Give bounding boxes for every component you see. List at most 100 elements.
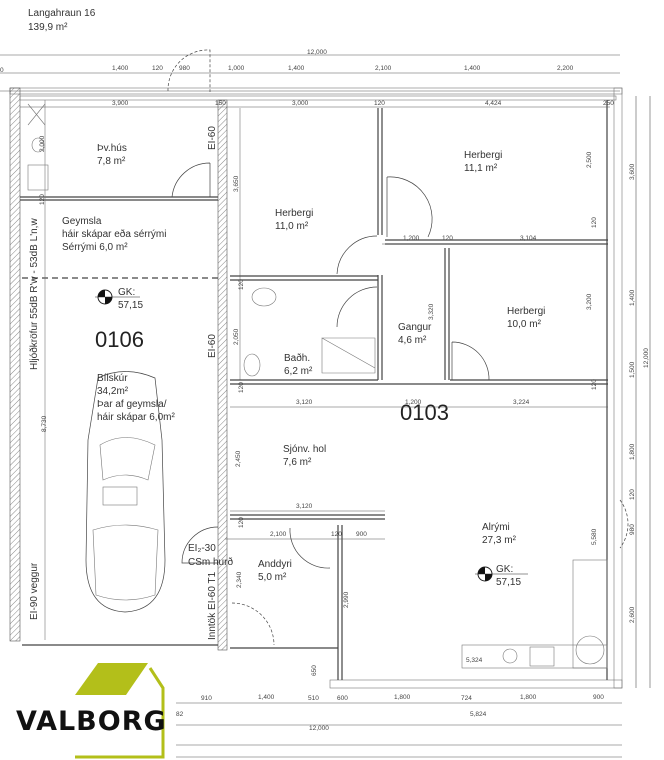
label: 57,15 bbox=[496, 577, 521, 588]
walls bbox=[9, 87, 623, 689]
label: 120 bbox=[629, 489, 636, 500]
label: 6,2 m² bbox=[284, 366, 313, 377]
label: 2,500 bbox=[586, 151, 593, 168]
label: 1,000 bbox=[228, 65, 245, 72]
interior-dimensions: 3,900 150 3,000 120 4,424 250 2,000 120 … bbox=[20, 100, 614, 676]
label: 5,580 bbox=[591, 528, 598, 545]
label: 2,450 bbox=[235, 450, 242, 467]
label: 5,824 bbox=[470, 711, 487, 718]
label: 1,500 bbox=[629, 361, 636, 378]
label: 900 bbox=[593, 694, 604, 701]
label: Alrými bbox=[482, 522, 510, 533]
top-dimensions: 12,000 0 1,400 120 980 1,000 1,400 2,100… bbox=[0, 49, 620, 92]
svg-text:VALBORG: VALBORG bbox=[16, 706, 167, 737]
label: 3,120 bbox=[296, 503, 313, 510]
label: 8,730 bbox=[41, 415, 48, 432]
label: 120 bbox=[238, 279, 245, 290]
label: 3,120 bbox=[296, 399, 313, 406]
label: 1,200 bbox=[405, 399, 422, 406]
right-dimensions: 3,600 1,400 1,500 1,800 120 980 2,600 12… bbox=[629, 96, 651, 688]
label: 2,050 bbox=[233, 328, 240, 345]
label: 724 bbox=[461, 695, 472, 702]
label: 120 bbox=[238, 517, 245, 528]
label: 120 bbox=[152, 65, 163, 72]
label: 5,0 m² bbox=[258, 572, 287, 583]
label: Herbergi bbox=[507, 306, 545, 317]
label: 120 bbox=[591, 379, 598, 390]
room-herbergi-1: Herbergi 11,0 m² bbox=[275, 208, 313, 232]
label: 2,100 bbox=[270, 531, 287, 538]
label: 120 bbox=[374, 100, 385, 107]
sound-requirement: Hljóðkröfur 55dB R'w - 53dB L'n,w bbox=[28, 218, 40, 370]
label: 34,2m² bbox=[97, 386, 129, 397]
label: 7,8 m² bbox=[97, 156, 126, 167]
label: 1,400 bbox=[288, 65, 305, 72]
label: 1,800 bbox=[629, 443, 636, 460]
room-geymsla: Geymsla háir skápar eða sérrými Sérrými … bbox=[62, 216, 166, 253]
annotations: Hljóðkröfur 55dB R'w - 53dB L'n,w EI-90 … bbox=[28, 126, 233, 640]
label: Sjónv. hol bbox=[283, 444, 326, 455]
label: 3,900 bbox=[112, 100, 129, 107]
label: Gangur bbox=[398, 322, 432, 333]
inntok-label: Inntök EI-60 T1 bbox=[207, 571, 218, 640]
car-outline bbox=[85, 371, 166, 613]
label: 2,100 bbox=[375, 65, 392, 72]
label: 10,0 m² bbox=[507, 319, 542, 330]
label: 0 bbox=[0, 67, 4, 74]
address: Langahraun 16 bbox=[28, 8, 96, 19]
label: 11,1 m² bbox=[464, 163, 498, 174]
door-type: CSm hurð bbox=[188, 556, 233, 568]
unit-number-garage: 0106 bbox=[95, 327, 144, 352]
label: 12,000 bbox=[309, 725, 329, 732]
label: 1,800 bbox=[520, 694, 537, 701]
label: GK: bbox=[118, 287, 135, 298]
label: GK: bbox=[496, 564, 513, 575]
valborg-logo: VALBORG bbox=[0, 655, 170, 760]
label: 3,650 bbox=[233, 175, 240, 192]
label: 1,800 bbox=[394, 694, 411, 701]
label: 2,340 bbox=[236, 571, 243, 588]
label: 11,0 m² bbox=[275, 221, 309, 232]
level-marker-apartment: GK: 57,15 bbox=[475, 564, 528, 588]
label: 2,000 bbox=[39, 135, 46, 152]
label: 120 bbox=[442, 235, 453, 242]
label: 4,6 m² bbox=[398, 335, 427, 346]
label: 3,000 bbox=[292, 100, 309, 107]
label: 650 bbox=[311, 665, 318, 676]
room-bilskur: Bílskúr 34,2m² Þar af geymsla/ háir skáp… bbox=[97, 373, 175, 423]
room-anddyri: Anddyri 5,0 m² bbox=[258, 559, 292, 583]
room-badh: Baðh. 6,2 m² bbox=[284, 352, 313, 377]
label: 120 bbox=[238, 382, 245, 393]
ei60-label: EI-60 bbox=[207, 126, 218, 150]
unit-number-apartment: 0103 bbox=[400, 400, 449, 425]
label: Bílskúr bbox=[97, 373, 128, 384]
bottom-dimensions: 910 1,400 510 600 1,800 724 1,800 900 82… bbox=[176, 694, 622, 758]
label: 2,200 bbox=[557, 65, 574, 72]
label: 3,200 bbox=[586, 293, 593, 310]
level-marker-garage: GK: 57,15 bbox=[95, 287, 143, 311]
label: háir skápar 6,0m² bbox=[97, 412, 175, 423]
label: 900 bbox=[356, 531, 367, 538]
label: 27,3 m² bbox=[482, 535, 517, 546]
room-thvottahus: Þv.hús 7,8 m² bbox=[97, 143, 127, 167]
label: 57,15 bbox=[118, 300, 143, 311]
label: 12,000 bbox=[643, 348, 650, 368]
door-rating: EI₂-30 bbox=[188, 543, 216, 554]
label: 12,000 bbox=[307, 49, 327, 56]
label: Baðh. bbox=[284, 352, 310, 364]
label: 250 bbox=[603, 100, 614, 107]
label: 3,224 bbox=[513, 399, 530, 406]
label: Anddyri bbox=[258, 559, 292, 570]
label: Geymsla bbox=[62, 216, 102, 227]
room-alrymi: Alrými 27,3 m² bbox=[482, 522, 517, 546]
label: Herbergi bbox=[464, 150, 502, 161]
label: 82 bbox=[176, 711, 184, 718]
room-sjonvhol: Sjónv. hol 7,6 m² bbox=[283, 444, 326, 468]
label: Þar af geymsla/ bbox=[97, 399, 167, 410]
label: 980 bbox=[629, 524, 636, 535]
label: 600 bbox=[337, 695, 348, 702]
label: 2,990 bbox=[343, 591, 350, 608]
room-herbergi-2: Herbergi 11,1 m² bbox=[464, 150, 502, 174]
label: 1,400 bbox=[464, 65, 481, 72]
